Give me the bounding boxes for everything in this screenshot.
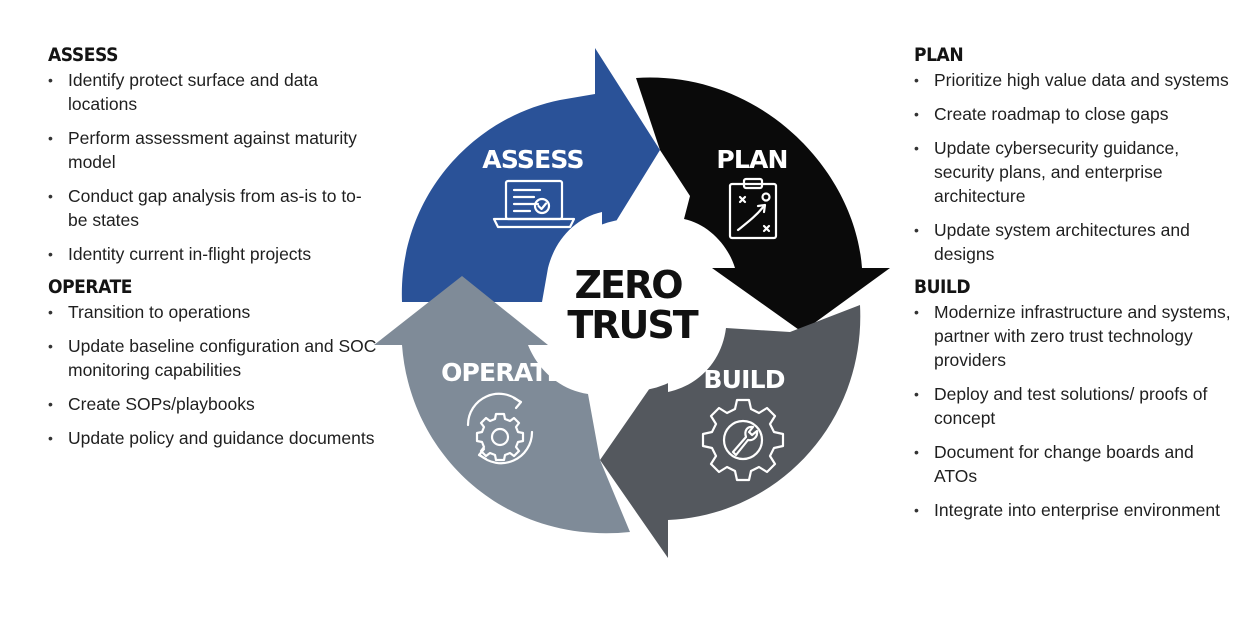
right-panel: PLAN Prioritize high value data and syst…	[914, 44, 1234, 532]
plan-list: Prioritize high value data and systems C…	[914, 68, 1234, 266]
assess-segment	[401, 48, 660, 302]
center-label-zero: ZERO	[574, 263, 682, 307]
build-list: Modernize infrastructure and systems, pa…	[914, 300, 1234, 522]
list-item: Perform assessment against maturity mode…	[48, 126, 378, 174]
center-disk	[546, 219, 718, 391]
plan-section: PLAN Prioritize high value data and syst…	[914, 44, 1234, 266]
assess-section: ASSESS Identify protect surface and data…	[48, 44, 378, 266]
left-panel: ASSESS Identify protect surface and data…	[48, 44, 378, 460]
operate-list: Transition to operations Update baseline…	[48, 300, 378, 450]
build-section-title: BUILD	[914, 276, 971, 298]
list-item: Prioritize high value data and systems	[914, 68, 1234, 92]
gear-wrench-icon	[701, 398, 785, 482]
list-item: Integrate into enterprise environment	[914, 498, 1234, 522]
list-item: Identity current in-flight projects	[48, 242, 378, 266]
list-item: Create roadmap to close gaps	[914, 102, 1234, 126]
assess-list: Identify protect surface and data locati…	[48, 68, 378, 266]
plan-segment-label: PLAN	[716, 145, 787, 174]
assess-segment-label: ASSESS	[482, 145, 583, 174]
list-item: Deploy and test solutions/ proofs of con…	[914, 382, 1234, 430]
clipboard-strategy-icon	[728, 177, 778, 240]
center-label-trust: TRUST	[567, 303, 698, 347]
list-item: Create SOPs/playbooks	[48, 392, 378, 416]
operate-section: OPERATE Transition to operations Update …	[48, 276, 378, 450]
operate-segment-label: OPERATE	[441, 358, 563, 387]
gear-cycle-icon	[466, 392, 534, 465]
list-item: Document for change boards and ATOs	[914, 440, 1234, 488]
operate-segment	[374, 276, 630, 534]
list-item: Identify protect surface and data locati…	[48, 68, 378, 116]
list-item: Update system architectures and designs	[914, 218, 1234, 266]
list-item: Update baseline configuration and SOC mo…	[48, 334, 378, 382]
list-item: Conduct gap analysis from as-is to to-be…	[48, 184, 378, 232]
list-item: Update cybersecurity guidance, security …	[914, 136, 1234, 208]
list-item: Transition to operations	[48, 300, 378, 324]
build-section: BUILD Modernize infrastructure and syste…	[914, 276, 1234, 522]
build-segment-label: BUILD	[703, 365, 784, 394]
laptop-checklist-icon	[492, 179, 576, 229]
operate-section-title: OPERATE	[48, 276, 133, 298]
assess-section-title: ASSESS	[48, 44, 118, 66]
list-item: Modernize infrastructure and systems, pa…	[914, 300, 1234, 372]
plan-section-title: PLAN	[914, 44, 964, 66]
list-item: Update policy and guidance documents	[48, 426, 378, 450]
